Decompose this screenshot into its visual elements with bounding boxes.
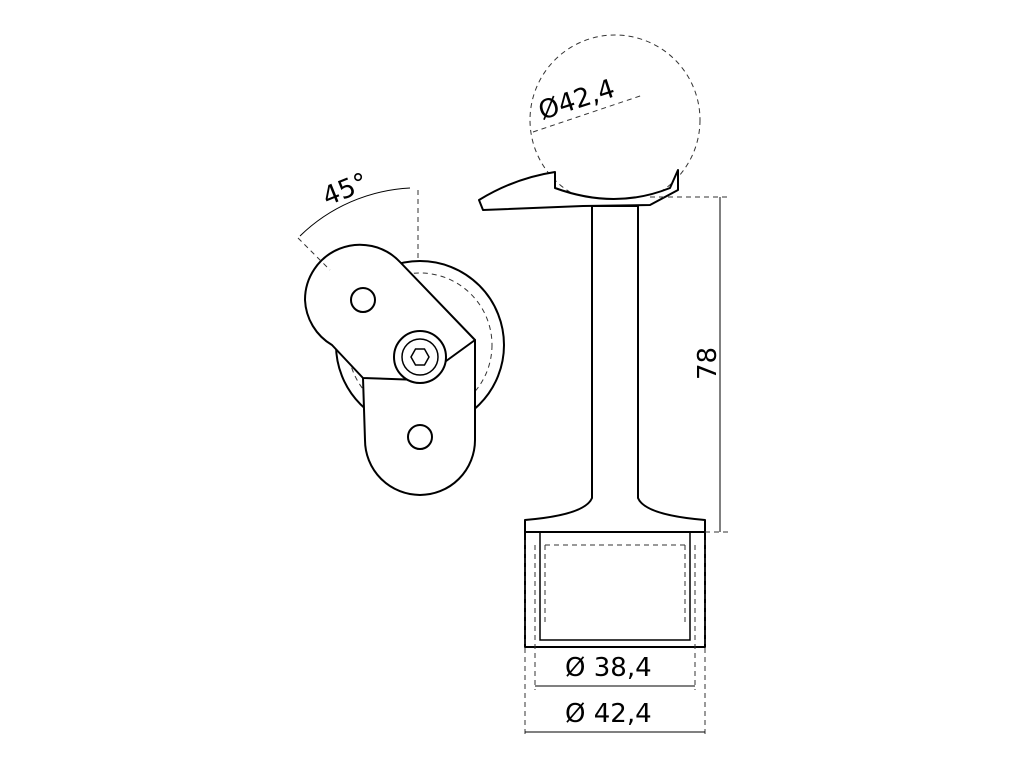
upper-bracket-arm xyxy=(303,243,476,381)
height-label: 78 xyxy=(693,347,723,380)
upper-hole xyxy=(350,287,376,313)
hex-bolt xyxy=(393,330,447,384)
side-view: 45° xyxy=(297,167,505,496)
angle-label: 45° xyxy=(318,167,372,212)
top-diameter-label: Ø42,4 xyxy=(535,74,619,127)
inner-diameter-label: Ø 38,4 xyxy=(565,653,652,683)
top-diameter-dimension: Ø42,4 xyxy=(532,74,644,133)
height-dimension: 78 xyxy=(650,196,730,533)
inner-diameter-dimension: Ø 38,4 xyxy=(535,653,695,687)
base-tube xyxy=(524,531,706,690)
outer-diameter-dimension: Ø 42,4 xyxy=(524,540,706,738)
handrail-circle xyxy=(529,34,701,206)
front-view: Ø42,4 78 Ø 38,4 xyxy=(478,34,730,738)
outer-diameter-label: Ø 42,4 xyxy=(565,699,652,729)
lower-hole xyxy=(407,424,433,450)
support-post xyxy=(524,205,706,533)
top-saddle xyxy=(478,169,679,211)
